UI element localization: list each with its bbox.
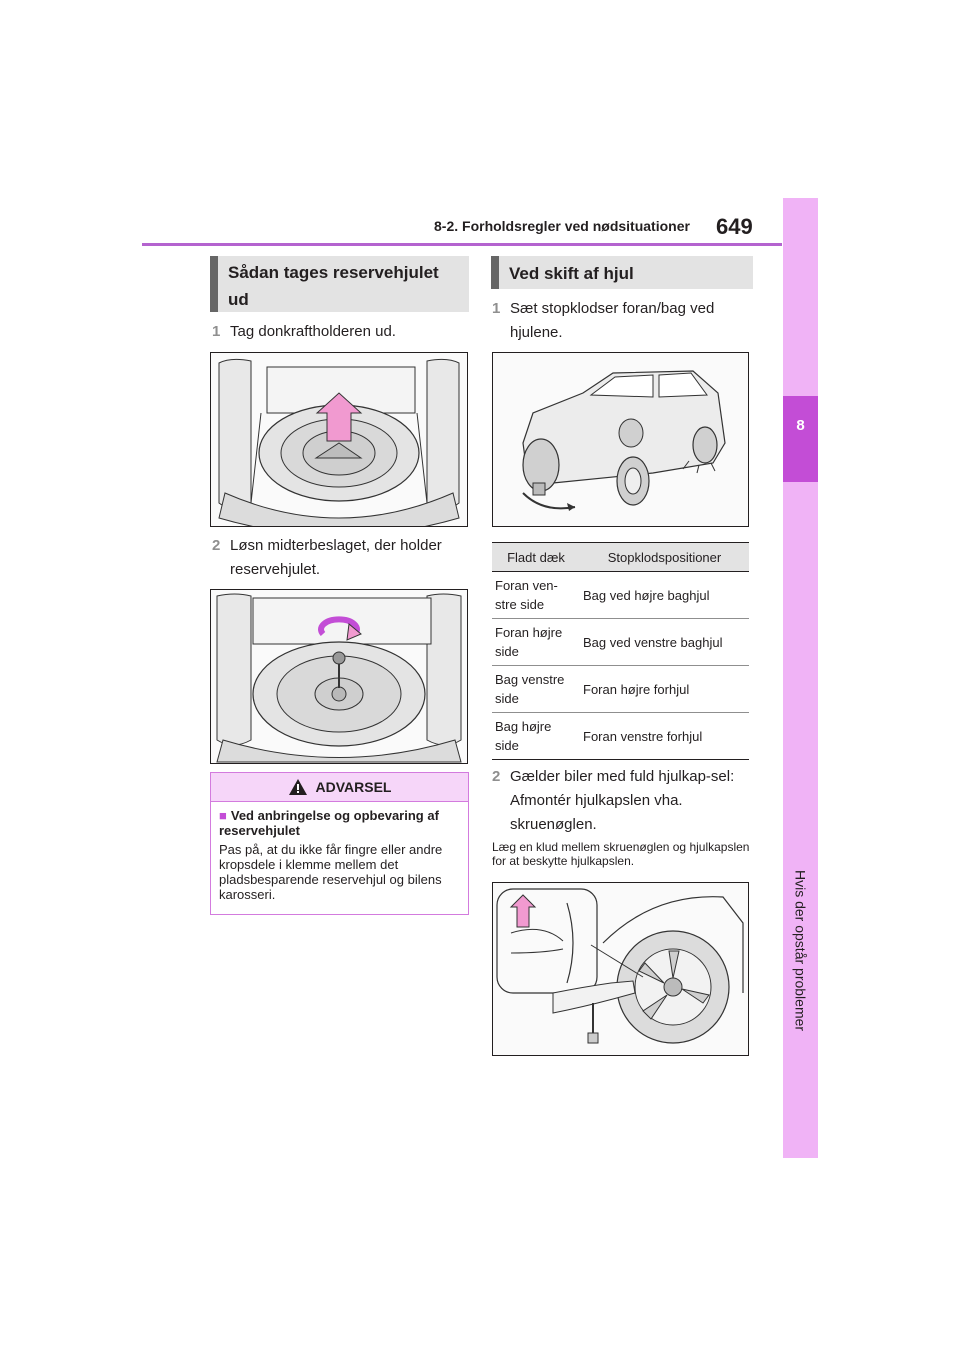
table-cell: Foran venstre forhjul bbox=[580, 712, 749, 760]
table-row: Bag venstre side Foran højre forhjul bbox=[492, 665, 749, 713]
chapter-tab bbox=[783, 198, 818, 1158]
step-number: 1 bbox=[212, 323, 221, 340]
warning-title: ADVARSEL bbox=[315, 779, 392, 795]
warning-box: ADVARSEL ■Ved anbringelse og opbevaring … bbox=[210, 772, 469, 915]
step-number: 1 bbox=[492, 300, 501, 317]
warning-subheading: ■Ved anbringelse og opbevaring af reserv… bbox=[219, 808, 439, 838]
table-cell: Bag venstre side bbox=[492, 665, 580, 713]
table-row: Bag højre side Foran venstre forhjul bbox=[492, 712, 749, 760]
spare-wheel-trunk-illustration bbox=[210, 352, 468, 527]
header-rule bbox=[142, 243, 782, 246]
warning-body: Pas på, at du ikke får fingre eller andr… bbox=[219, 842, 443, 902]
section-heading-wheel-change: Ved skift af hjul bbox=[491, 256, 753, 289]
step-2-remove-hubcap: 2 Gælder biler med fuld hjulkap-sel: Afm… bbox=[492, 765, 754, 837]
step-2-loosen-center-bracket: 2 Løsn midterbeslaget, der holder reserv… bbox=[212, 534, 470, 582]
table-cell: Bag ved venstre baghjul bbox=[580, 618, 749, 666]
chock-position-table: Fladt dæk Stopklodspositioner Foran ven-… bbox=[492, 542, 749, 760]
table-cell: Bag ved højre baghjul bbox=[580, 571, 749, 619]
step-text: Gælder biler med fuld hjulkap-sel: Afmon… bbox=[510, 768, 735, 833]
hubcap-protection-note: Læg en klud mellem skruenøglen og hjulka… bbox=[492, 840, 750, 868]
table-cell: Foran ven-stre side bbox=[492, 571, 580, 619]
table-cell: Foran højre forhjul bbox=[580, 665, 749, 713]
table-header-row: Fladt dæk Stopklodspositioner bbox=[492, 542, 749, 572]
table-cell: Foran højre side bbox=[492, 618, 580, 666]
hubcap-removal-illustration bbox=[492, 882, 749, 1056]
step-text: Løsn midterbeslaget, der holder reserveh… bbox=[230, 537, 442, 578]
car-wheel-chocks-illustration bbox=[492, 352, 749, 527]
table-row: Foran ven-stre side Bag ved højre baghju… bbox=[492, 571, 749, 619]
chapter-number: 8 bbox=[796, 417, 805, 434]
table-header-chock-positions: Stopklodspositioner bbox=[580, 542, 749, 572]
section-title: 8-2. Forholdsregler ved nødsituationer bbox=[434, 218, 690, 234]
table-cell: Bag højre side bbox=[492, 712, 580, 760]
chapter-title: Hvis der opstår problemer bbox=[792, 870, 809, 1032]
table-row: Foran højre side Bag ved venstre baghjul bbox=[492, 618, 749, 666]
step-1-wheel-chocks: 1 Sæt stopklodser foran/bag ved hjulene. bbox=[492, 297, 750, 345]
spare-wheel-bracket-illustration bbox=[210, 589, 468, 764]
warning-header: ADVARSEL bbox=[211, 773, 468, 801]
page-number: 649 bbox=[716, 214, 753, 239]
bullet-square-icon: ■ bbox=[219, 808, 227, 823]
section-heading-spare-wheel: Sådan tages reservehjulet ud bbox=[210, 256, 469, 312]
step-1-remove-jack-holder: 1 Tag donkraftholderen ud. bbox=[212, 320, 468, 344]
warning-icon bbox=[288, 779, 307, 795]
step-text: Tag donkraftholderen ud. bbox=[230, 323, 396, 340]
step-number: 2 bbox=[212, 537, 221, 554]
table-header-flat-tire: Fladt dæk bbox=[492, 542, 580, 572]
step-text: Sæt stopklodser foran/bag ved hjulene. bbox=[510, 300, 715, 341]
chapter-number-box bbox=[783, 396, 818, 482]
step-number: 2 bbox=[492, 768, 501, 785]
